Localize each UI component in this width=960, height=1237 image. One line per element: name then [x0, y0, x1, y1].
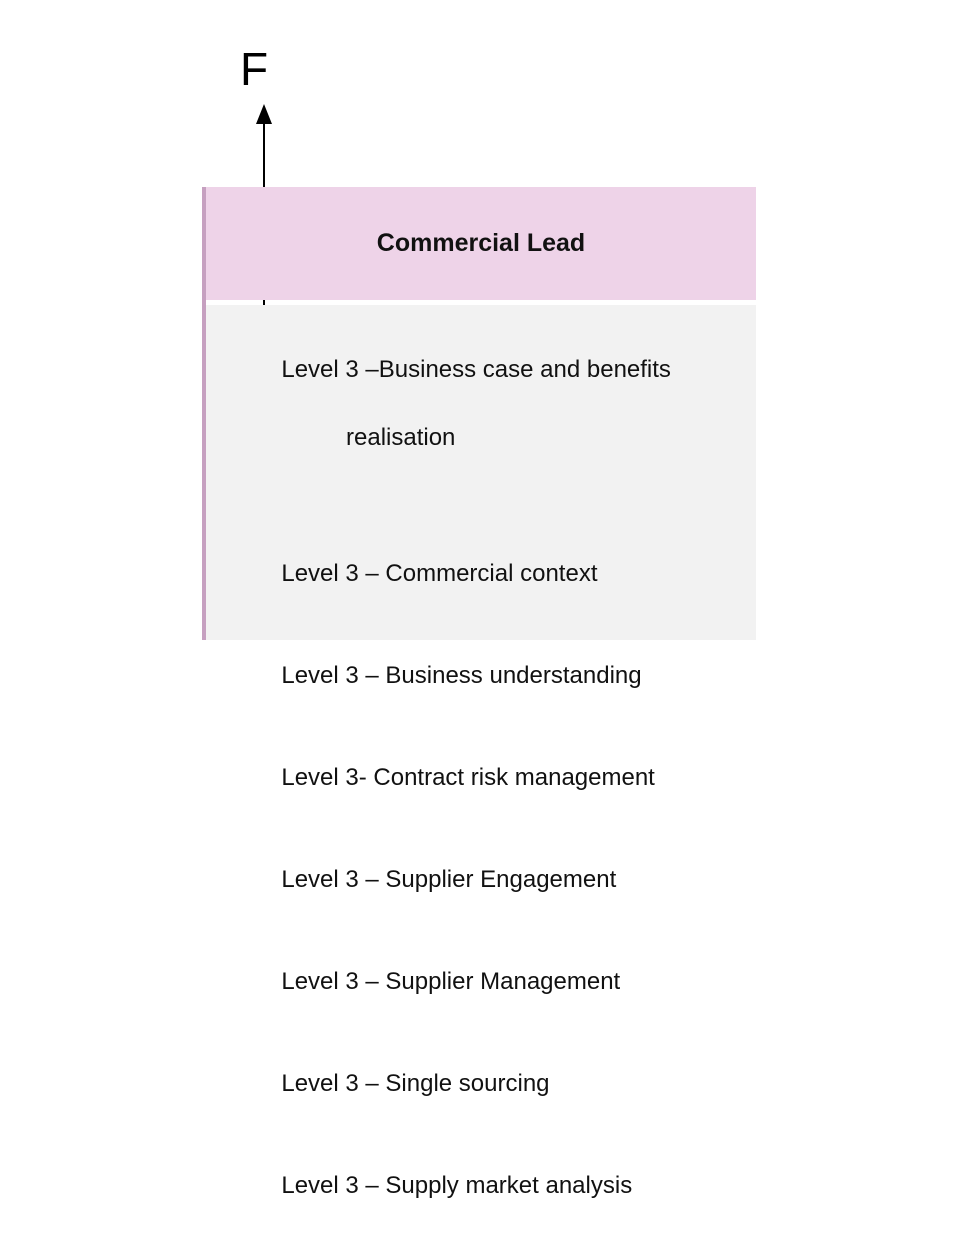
list-item: Level 3 – Supply market analysis: [228, 1135, 744, 1237]
skill-text: Level 3 – Single sourcing: [281, 1070, 550, 1097]
skill-text: Level 3 – Supplier Management: [281, 968, 621, 995]
list-item: Level 3 – Supplier Engagement: [228, 829, 744, 931]
list-item: Level 3 – Single sourcing: [228, 1033, 744, 1135]
card-header: Commercial Lead: [206, 187, 756, 300]
arrow-label: F: [240, 43, 269, 95]
list-item: Level 3 –Business case and benefits real…: [228, 319, 744, 523]
list-item: Level 3 – Supplier Management: [228, 931, 744, 1033]
arrow-head: [256, 104, 272, 124]
diagram-canvas: F Commercial Lead Level 3 –Business case…: [202, 43, 756, 1199]
commercial-lead-card: Commercial Lead Level 3 –Business case a…: [202, 187, 756, 1199]
list-item: Level 3 – Business understanding: [228, 625, 744, 727]
card-title: Commercial Lead: [376, 229, 586, 257]
skill-text: Level 3 – Commercial context: [281, 560, 598, 587]
list-item: Level 3 – Commercial context: [228, 523, 744, 625]
skill-text-continuation: realisation: [346, 424, 456, 451]
skill-text: Level 3 – Business understanding: [281, 662, 642, 689]
skill-text: Level 3 –Business case and benefits: [281, 356, 671, 383]
skill-list: Level 3 –Business case and benefits real…: [206, 305, 756, 1199]
skill-text: Level 3 – Supplier Engagement: [281, 866, 617, 893]
list-item: Level 3- Contract risk management: [228, 727, 744, 829]
skill-text: Level 3 – Supply market analysis: [281, 1172, 633, 1199]
skill-text: Level 3- Contract risk management: [281, 764, 655, 791]
card-accent-bar: [202, 187, 206, 640]
